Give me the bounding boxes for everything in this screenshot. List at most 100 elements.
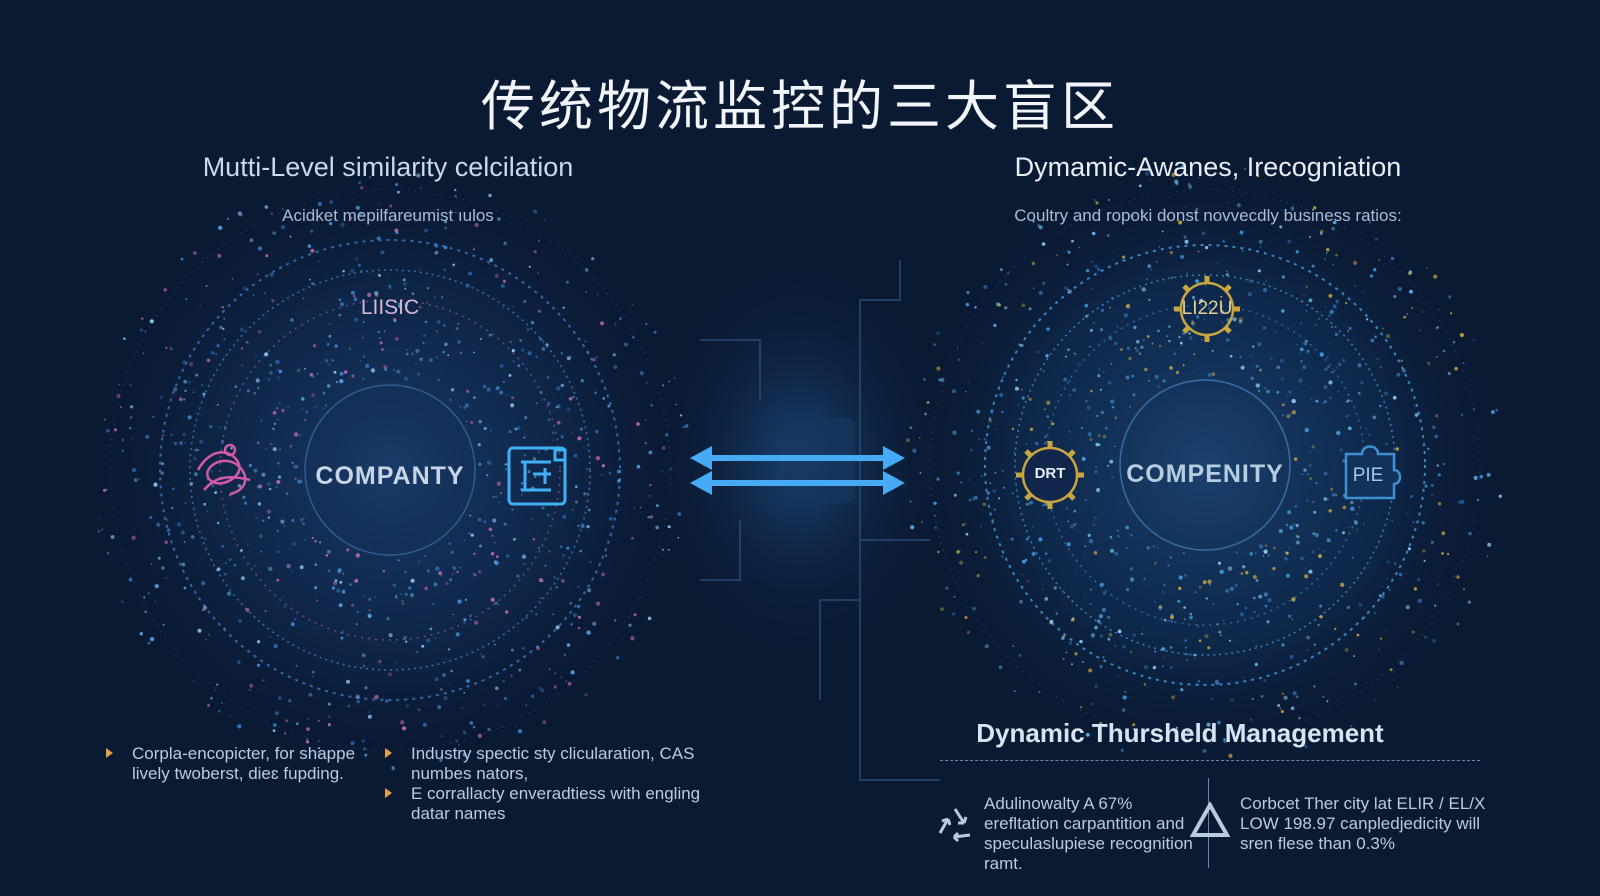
particle (1335, 529, 1338, 532)
particle (538, 686, 541, 690)
particle (325, 554, 329, 557)
particle (1020, 388, 1023, 391)
list-item: Corpla-encopicter, for shappe lively two… (106, 744, 356, 784)
particle (1109, 306, 1112, 309)
particle (1378, 594, 1382, 597)
particle (307, 717, 310, 720)
particle (311, 393, 315, 397)
particle (1220, 309, 1225, 315)
particle (1252, 575, 1257, 579)
particle (102, 488, 106, 492)
particle (355, 553, 360, 558)
particle (1148, 379, 1151, 382)
particle (1305, 340, 1308, 343)
particle (1356, 528, 1359, 531)
particle (270, 212, 274, 215)
particle (1326, 248, 1330, 252)
particle (552, 613, 555, 616)
particle (346, 679, 350, 684)
particle (149, 515, 153, 520)
particle (1329, 342, 1332, 344)
particle (1135, 348, 1140, 353)
particle (1322, 402, 1324, 405)
particle (960, 481, 963, 484)
particle (1306, 499, 1309, 502)
particle (1427, 361, 1431, 365)
particle (1232, 317, 1237, 322)
particle (470, 533, 474, 537)
particle (561, 579, 565, 583)
particle (543, 219, 547, 222)
particle (1279, 225, 1283, 229)
particle (1173, 563, 1175, 565)
particle (468, 532, 471, 535)
particle (237, 724, 242, 729)
particle (966, 630, 971, 635)
particle (1075, 522, 1078, 525)
particle (673, 377, 676, 379)
particle (1253, 610, 1256, 614)
particle (138, 478, 141, 481)
particle (661, 446, 666, 450)
particle (1067, 251, 1071, 254)
particle (392, 583, 396, 587)
particle (556, 386, 561, 391)
particle (1001, 555, 1004, 558)
particle (406, 349, 409, 351)
particle (1066, 249, 1070, 253)
particle (577, 585, 580, 588)
particle (542, 720, 547, 725)
particle (1196, 315, 1200, 319)
particle (483, 704, 486, 706)
particle (466, 389, 470, 393)
particle (936, 331, 940, 335)
particle (669, 467, 673, 471)
particle (268, 566, 273, 572)
particle (248, 463, 252, 468)
particle (452, 267, 454, 269)
particle (1142, 625, 1145, 628)
particle (525, 704, 528, 707)
particle (428, 358, 433, 363)
particle (1066, 542, 1071, 547)
right-center-label: COMPENITY (1126, 460, 1284, 488)
particle (410, 578, 415, 583)
particle (1126, 588, 1130, 592)
particle (1292, 691, 1297, 696)
particle (267, 516, 270, 519)
particle (221, 306, 224, 309)
particle (602, 397, 605, 400)
particle (1116, 534, 1121, 538)
particle (311, 536, 314, 540)
particle (121, 600, 124, 604)
particle (559, 676, 562, 679)
particle (328, 715, 331, 718)
particle (1447, 552, 1450, 556)
particle (1194, 657, 1196, 660)
particle (1286, 573, 1290, 578)
particle (1162, 379, 1166, 383)
particle (577, 626, 581, 630)
particle (457, 323, 460, 325)
particle (490, 597, 495, 602)
particle (304, 419, 307, 421)
particle (293, 464, 298, 469)
particle (1098, 368, 1100, 370)
particle (1406, 313, 1409, 315)
particle (1173, 352, 1176, 355)
particle (197, 628, 202, 633)
particle (265, 447, 268, 450)
particle (1448, 295, 1452, 299)
particle (511, 349, 515, 353)
particle (560, 383, 564, 388)
particle (1349, 506, 1354, 511)
particle (1264, 604, 1268, 608)
particle (216, 521, 220, 525)
particle (1114, 416, 1118, 420)
particle (379, 341, 383, 345)
particle (1132, 393, 1136, 397)
particle (570, 623, 573, 626)
particle (520, 493, 524, 496)
particle (354, 579, 359, 583)
particle (98, 517, 100, 519)
